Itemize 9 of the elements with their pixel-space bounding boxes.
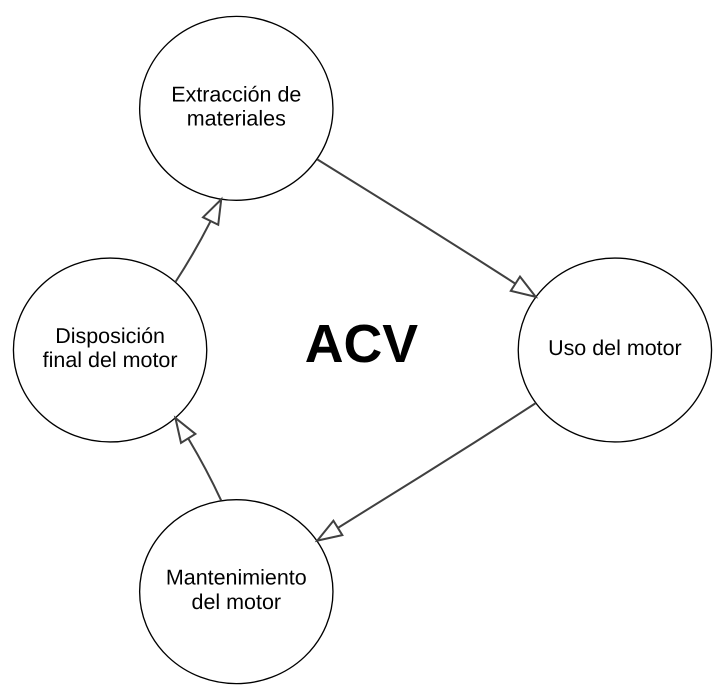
node-circle: Mantenimiento del motor	[138, 499, 334, 684]
node-circle: Disposición final del motor	[12, 257, 208, 443]
arrow	[316, 158, 538, 299]
arrow	[174, 415, 222, 501]
arrow	[314, 402, 536, 542]
arrow	[174, 196, 223, 283]
node-circle: Uso del motor	[518, 257, 712, 443]
label: ACV	[304, 314, 418, 374]
node-circle: Extracción de materiales	[138, 16, 334, 201]
